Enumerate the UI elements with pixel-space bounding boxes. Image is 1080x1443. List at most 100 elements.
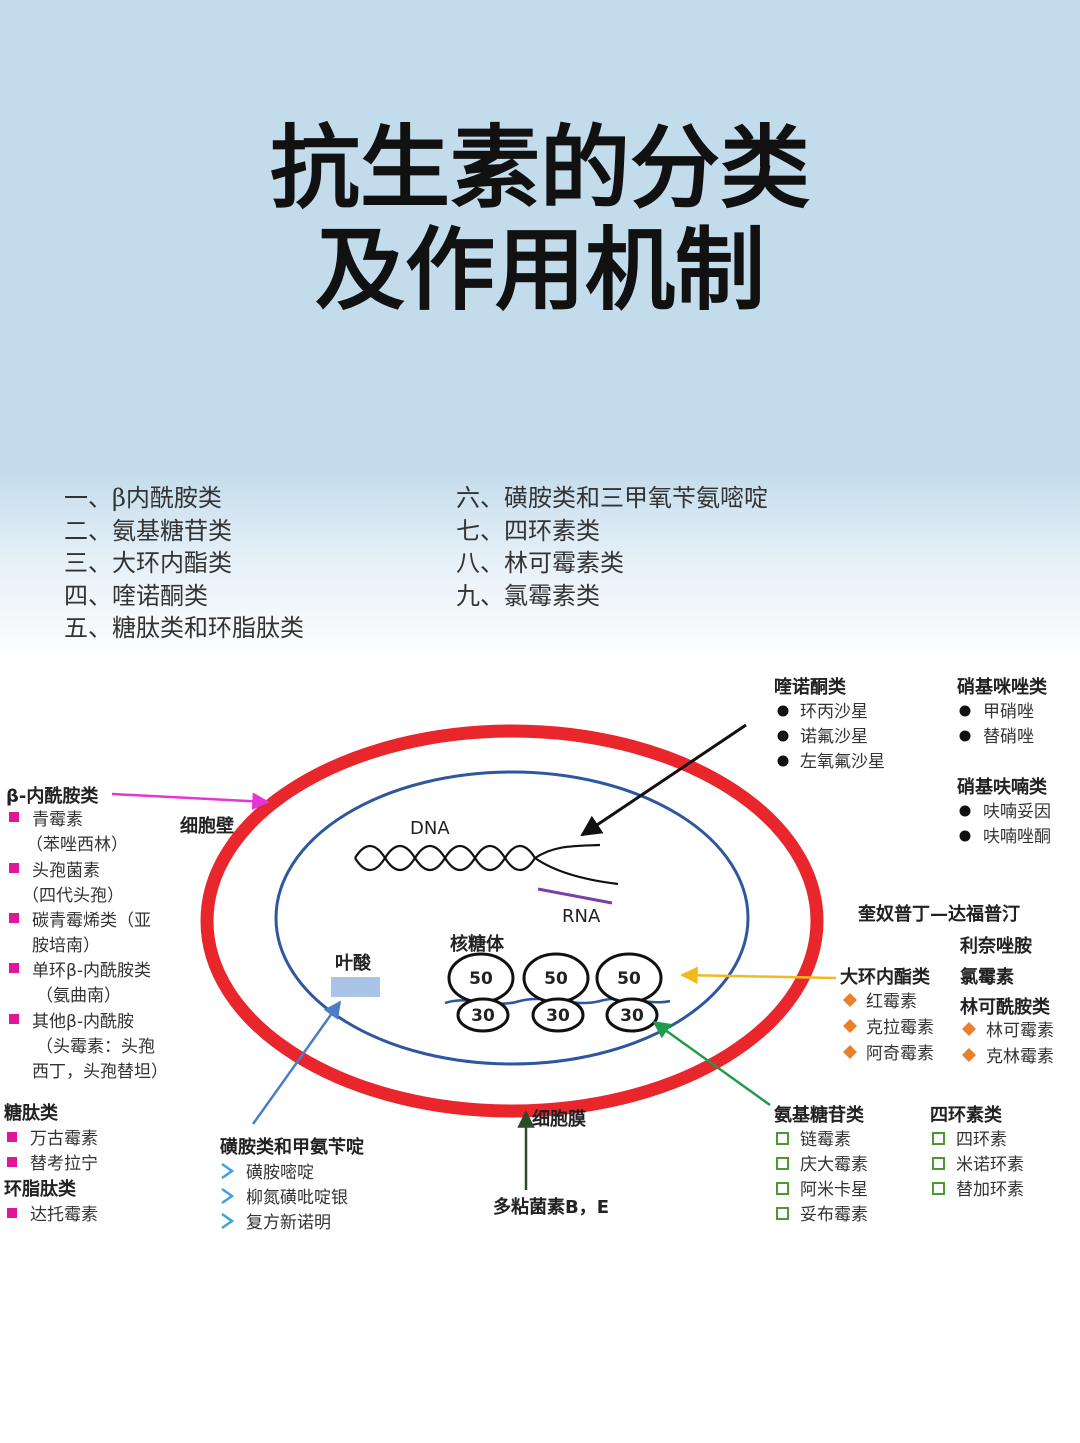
cell-membrane-label: 细胞膜: [532, 1108, 586, 1130]
cell-wall: [200, 724, 824, 1118]
lincosamide-title: 林可酰胺类: [960, 996, 1051, 1018]
svg-text:50: 50: [544, 969, 568, 989]
diamond-bullet-icon: [962, 1022, 976, 1036]
beta-lactam-line: （头霉素：头孢: [36, 1037, 155, 1057]
tetracycline-title: 四环素类: [930, 1104, 1003, 1126]
bullet-magenta: [9, 863, 19, 873]
cell-wall-label: 细胞壁: [180, 815, 234, 837]
diamond-bullet-icon: [843, 1019, 857, 1033]
bullet-magenta: [9, 1014, 19, 1024]
square-bullet-icon: [932, 1157, 945, 1170]
class-item: 一、β内酰胺类: [64, 484, 222, 512]
ribosome-label: 核糖体: [450, 933, 505, 955]
title-line-1: 抗生素的分类: [270, 116, 810, 221]
bullet-dot: [959, 805, 971, 817]
nitrofuran-title: 硝基呋喃类: [957, 776, 1048, 798]
bullet-magenta: [7, 1208, 17, 1218]
cell-membrane: [274, 770, 750, 1066]
class-item: 九、氯霉素类: [456, 581, 600, 610]
rna-strand: [537, 887, 613, 905]
glycopeptide-title: 糖肽类: [4, 1102, 59, 1124]
square-bullet-icon: [932, 1132, 945, 1145]
bullet-dot: [959, 705, 971, 717]
beta-lactam-line: 青霉素: [32, 810, 83, 830]
beta-lactam-line: 碳青霉烯类（亚: [32, 911, 151, 931]
glycopeptide-item: 替考拉宁: [30, 1154, 98, 1174]
beta-lactam-line: （苯唑西林）: [26, 835, 128, 855]
sulfonamide-item: 复方新诺明: [246, 1213, 331, 1233]
bullet-dot: [959, 730, 971, 742]
class-list-right: 六、磺胺类和三甲氧苄氨嘧啶 七、四环素类 八、林可霉素类 九、氯霉素类: [456, 482, 768, 612]
macrolide-item: 阿奇霉素: [866, 1044, 934, 1064]
aminoglycoside-title: 氨基糖苷类: [774, 1104, 865, 1126]
extra-drug: 利奈唑胺: [960, 935, 1032, 957]
beta-lactam-line: 其他β-内酰胺: [32, 1012, 134, 1032]
bullet-dot: [777, 730, 789, 742]
svg-text:30: 30: [471, 1006, 495, 1026]
sulfonamide-arrow: [251, 1000, 342, 1125]
ribosome-1: 50 30: [447, 952, 515, 1033]
bullet-magenta: [9, 812, 19, 822]
macrolide-arrow: [680, 966, 837, 985]
bullet-magenta: [9, 963, 19, 973]
svg-text:50: 50: [469, 969, 493, 989]
tetracycline-item: 替加环素: [956, 1180, 1024, 1200]
bullet-magenta: [9, 913, 19, 923]
beta-lactam-line: （四代头孢）: [22, 886, 124, 906]
aminoglycoside-item: 链霉素: [800, 1130, 851, 1150]
chevron-bullet-icon: [221, 1162, 235, 1180]
beta-lactam-line: 西丁，头孢替坦）: [32, 1062, 168, 1082]
quinolone-item: 诺氟沙星: [800, 727, 868, 747]
title-line-2: 及作用机制: [315, 218, 765, 323]
beta-lactam-line: 胺培南）: [32, 936, 100, 956]
diamond-bullet-icon: [962, 1048, 976, 1062]
dna-label: DNA: [410, 818, 450, 839]
tetracycline-item: 米诺环素: [956, 1155, 1024, 1175]
beta-lactam-arrow: [111, 792, 270, 810]
diamond-bullet-icon: [843, 993, 857, 1007]
sulfonamide-item: 柳氮磺吡啶银: [246, 1188, 348, 1208]
aminoglycoside-item: 庆大霉素: [800, 1155, 868, 1175]
class-item: 三、大环内酯类: [64, 549, 232, 578]
nitroimidazole-item: 替硝唑: [983, 727, 1034, 747]
beta-lactam-line: 头孢菌素: [32, 861, 100, 881]
class-item: 七、四环素类: [456, 516, 600, 545]
lipopeptide-title: 环脂肽类: [4, 1178, 77, 1200]
lincosamide-item: 克林霉素: [986, 1047, 1054, 1067]
nitrofuran-item: 呋喃妥因: [983, 802, 1051, 822]
bullet-magenta: [7, 1132, 17, 1142]
mechanism-diagram: 细胞壁 DNA RNA 叶酸 核糖体 50 30 50 30 50 30 细胞膜: [4, 676, 1054, 1233]
diamond-bullet-icon: [843, 1045, 857, 1059]
square-bullet-icon: [776, 1182, 789, 1195]
square-bullet-icon: [776, 1207, 789, 1220]
quinolone-title: 喹诺酮类: [774, 676, 847, 698]
nitrofuran-item: 呋喃唑酮: [983, 827, 1051, 847]
aminoglycoside-item: 阿米卡星: [800, 1180, 868, 1200]
ribosome-3: 50 30: [595, 952, 663, 1033]
class-item: 二、氨基糖苷类: [64, 516, 232, 545]
square-bullet-icon: [932, 1182, 945, 1195]
quinolone-item: 左氧氟沙星: [800, 752, 885, 772]
header-banner: 抗生素的分类 及作用机制 一、β内酰胺类 二、氨基糖苷类 三、大环内酯类 四、喹…: [0, 0, 1080, 660]
folate-box: [331, 977, 380, 997]
square-bullet-icon: [776, 1132, 789, 1145]
nitroimidazole-item: 甲硝唑: [983, 702, 1034, 722]
bullet-dot: [959, 830, 971, 842]
svg-text:50: 50: [617, 969, 641, 989]
page-title: 抗生素的分类 及作用机制: [0, 118, 1080, 322]
beta-lactam-line: （氨曲南）: [36, 986, 121, 1006]
macrolide-item: 克拉霉素: [866, 1018, 934, 1038]
folate-label: 叶酸: [335, 952, 372, 974]
svg-text:30: 30: [620, 1006, 644, 1026]
quinolone-arrow: [580, 723, 747, 837]
bullet-magenta: [7, 1157, 17, 1167]
class-item: 五、糖肽类和环脂肽类: [64, 614, 304, 643]
svg-text:30: 30: [546, 1006, 570, 1026]
class-item: 六、磺胺类和三甲氧苄氨嘧啶: [456, 484, 768, 512]
nitroimidazole-title: 硝基咪唑类: [957, 676, 1048, 698]
beta-lactam-line: 单环β-内酰胺类: [32, 961, 151, 981]
glycopeptide-item: 万古霉素: [30, 1129, 98, 1149]
beta-lactam-title: β-内酰胺类: [6, 785, 99, 807]
sulfonamide-item: 磺胺嘧啶: [246, 1163, 314, 1183]
dna-helix: [354, 843, 619, 886]
